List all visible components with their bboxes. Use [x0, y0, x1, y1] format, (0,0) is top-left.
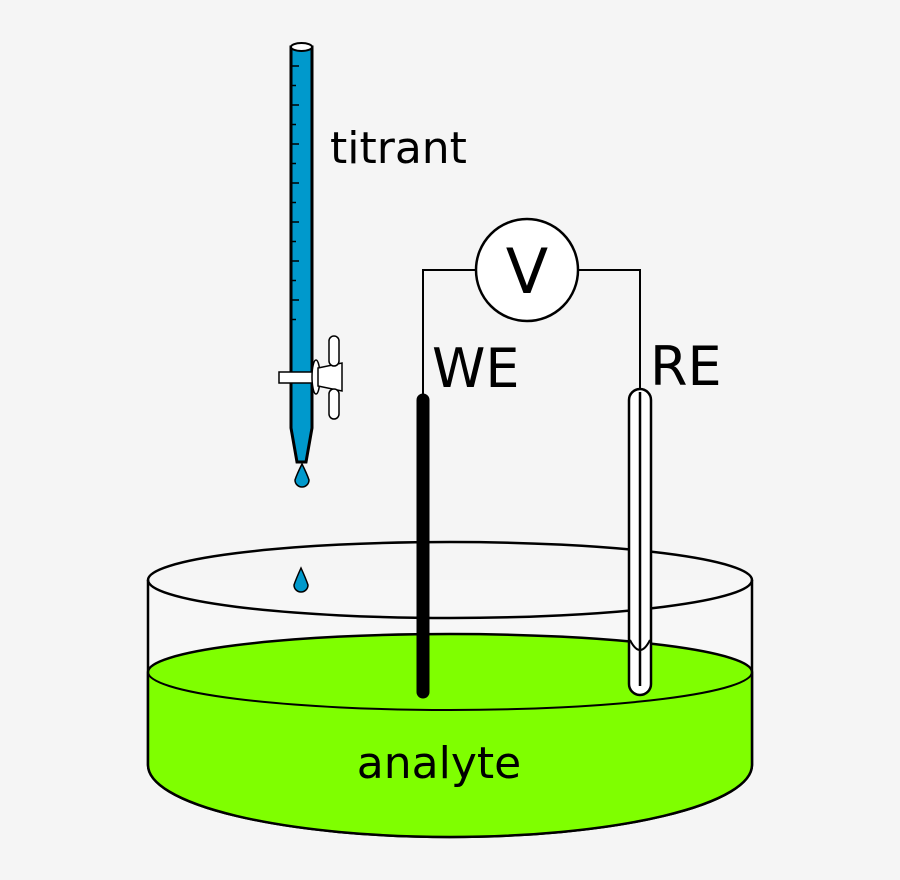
re-label: RE: [650, 335, 722, 398]
analyte-liquid: [146, 632, 754, 839]
reference-electrode: [627, 387, 653, 697]
analyte-label: analyte: [357, 738, 521, 789]
titrant-drop-icon: [294, 462, 310, 488]
burette: [278, 42, 343, 464]
burette-top: [290, 42, 313, 52]
we-label: WE: [432, 337, 520, 400]
analyte-surface: [147, 671, 753, 711]
titrant-label: titrant: [330, 123, 467, 174]
stopcock-handle: [317, 362, 343, 392]
beaker-rim: [146, 540, 754, 620]
wire-re: [578, 269, 641, 392]
beaker: [146, 540, 754, 839]
burette-graduations: [292, 65, 299, 321]
voltmeter-icon: [474, 217, 580, 323]
burette-tube: [289, 45, 314, 464]
voltmeter-label: V: [506, 235, 548, 308]
falling-drop-icon: [293, 566, 309, 593]
stopcock-stem: [278, 371, 314, 384]
wire-we: [422, 269, 476, 398]
